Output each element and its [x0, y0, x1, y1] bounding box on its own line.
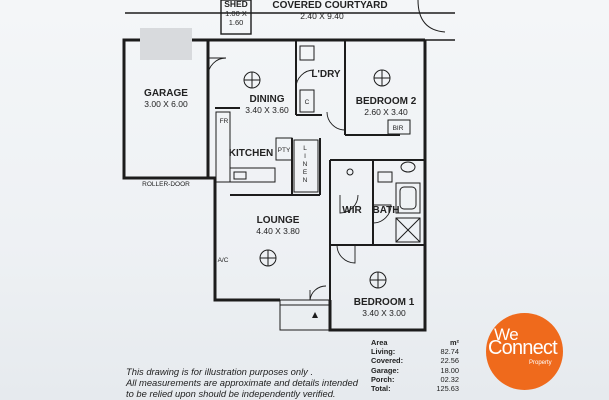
kitchen-label: KITCHEN	[229, 148, 273, 159]
area-row-value: 02.32	[440, 374, 460, 384]
area-row-label: Living:	[371, 347, 396, 357]
area-row-label: Covered:	[371, 356, 404, 366]
dining-dims: 3.40 X 3.60	[245, 105, 289, 115]
roller-door-label: ROLLER-DOOR	[142, 181, 190, 188]
shed-label: SHED	[224, 0, 248, 9]
area-row: Covered: 22.56	[369, 356, 461, 365]
fridge-label: FR	[220, 118, 229, 125]
courtyard-dims: 2.40 X 9.40	[300, 11, 344, 21]
robe-label: BIR	[393, 125, 404, 132]
linen-letter-5: N	[303, 177, 308, 184]
aircon-label: A/C	[218, 257, 229, 264]
pantry-label: PTY	[278, 147, 291, 154]
brand-logo: We Connect Property	[486, 313, 563, 390]
kitchen-fixtures	[215, 111, 319, 193]
shed-dims-line1: 1.00 X	[225, 9, 247, 18]
area-row: Porch: 02.32	[369, 375, 461, 384]
disclaimer-line-2: All measurements are approximate and det…	[126, 377, 358, 388]
ceiling-fan-icon	[259, 249, 277, 267]
disclaimer-line-3: to be relied upon should be independentl…	[126, 388, 336, 399]
area-row-label: Garage:	[371, 365, 399, 375]
area-row: Total: 125.63	[369, 384, 461, 393]
dining-label: DINING	[250, 94, 285, 105]
disclaimer-line-1: This drawing is for illustration purpose…	[126, 366, 314, 377]
bath-label: BATH	[372, 205, 399, 216]
wir-label: WIR	[342, 205, 362, 216]
ceiling-fan-icon	[369, 271, 387, 289]
area-header-label: Area	[371, 338, 388, 347]
area-row-value: 82.74	[440, 347, 460, 357]
area-header-unit: m²	[449, 338, 459, 347]
garage-placeholder-box	[140, 28, 192, 60]
lounge-dims: 4.40 X 3.80	[256, 226, 300, 236]
ceiling-fan-icon	[373, 69, 391, 87]
brand-logo-we: We	[494, 325, 519, 344]
ceiling-fan-icon	[243, 71, 261, 89]
area-row-value: 22.56	[440, 356, 460, 366]
garage-label: GARAGE	[144, 88, 188, 99]
robe-outline	[387, 119, 411, 135]
ceiling-fan-icons	[243, 69, 391, 289]
bedroom2-dims: 2.60 X 3.40	[364, 107, 408, 117]
laundry-fixtures	[299, 45, 315, 113]
linen-letter-1: L	[303, 145, 307, 152]
area-row: Garage: 18.00	[369, 366, 461, 375]
bedroom1-dims: 3.40 X 3.00	[362, 308, 406, 318]
linen-letter-2: I	[304, 153, 306, 160]
area-row: Living: 82.74	[369, 347, 461, 356]
linen-cupboard-label: L I N E N	[303, 145, 308, 184]
lounge-label: LOUNGE	[257, 215, 300, 226]
laundry-label: L'DRY	[311, 69, 341, 80]
cupboard-label: C	[305, 99, 310, 106]
porch	[279, 299, 331, 331]
area-table: Area m² Living: 82.74 Covered: 22.56 Gar…	[369, 338, 461, 393]
linen-letter-4: E	[303, 169, 308, 176]
area-row-value: 18.00	[440, 365, 460, 375]
entry-arrow-icon	[312, 312, 318, 318]
area-row-value: 125.63	[436, 384, 459, 394]
brand-logo-connect: Connect	[488, 337, 558, 359]
shed-outline	[220, 0, 252, 35]
interior-walls	[215, 40, 425, 300]
shed-dims-line2: 1.60	[229, 18, 244, 27]
area-table-header: Area m²	[369, 338, 461, 347]
bedroom1-label: BEDROOM 1	[354, 297, 415, 308]
area-row-label: Total:	[371, 384, 391, 394]
light-icon	[346, 168, 354, 176]
area-row-label: Porch:	[371, 374, 395, 384]
bedroom2-label: BEDROOM 2	[356, 96, 417, 107]
brand-logo-property: Property	[529, 360, 552, 366]
bath-fixtures	[377, 161, 421, 243]
linen-letter-3: N	[303, 161, 308, 168]
courtyard-label: COVERED COURTYARD	[272, 0, 387, 11]
garage-dims: 3.00 X 6.00	[144, 99, 188, 109]
